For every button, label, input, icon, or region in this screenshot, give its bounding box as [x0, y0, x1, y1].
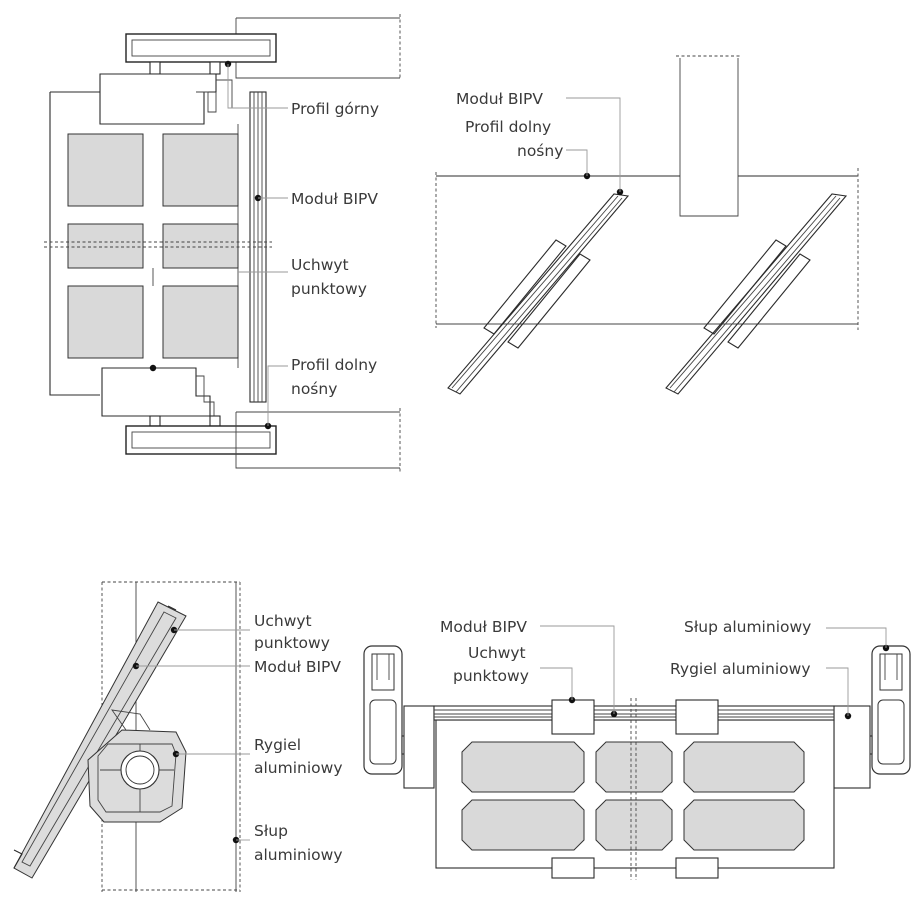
top-rail: [125, 33, 277, 63]
bipv-module-4: [433, 705, 835, 721]
label-modul-bipv-2: Moduł BIPV: [456, 90, 543, 108]
tilted-bipv-module: [13, 601, 187, 879]
label-uchwyt-4-line1: Uchwyt: [468, 644, 526, 662]
label-profil-dolny-line2: nośny: [291, 380, 337, 398]
label-slup-3-line2: aluminiowy: [254, 846, 343, 864]
label-modul-bipv-3: Moduł BIPV: [254, 658, 341, 676]
point-holder-bottom-1: [551, 857, 595, 879]
label-profil-dolny-2-line2: nośny: [517, 142, 563, 160]
label-profil-dolny-2-line1: Profil dolny: [465, 118, 551, 136]
panel-tilted-section: Uchwyt punktowy Moduł BIPV Rygiel alumin…: [13, 581, 343, 892]
label-uchwyt-3-line1: Uchwyt: [254, 612, 312, 630]
bracket-with-ring: [87, 709, 187, 823]
label-modul-bipv: Moduł BIPV: [291, 190, 378, 208]
label-uchwyt-line1: Uchwyt: [291, 256, 349, 274]
top-profile: [99, 73, 217, 125]
outer-frame: [49, 91, 100, 396]
label-uchwyt-line2: punktowy: [291, 280, 367, 298]
label-profil-gorny: Profil górny: [291, 100, 379, 118]
bottom-rail: [125, 425, 277, 455]
panel-horizontal-section: Moduł BIPV Uchwyt punktowy Słup aluminio…: [363, 618, 911, 880]
label-uchwyt-4-line2: punktowy: [453, 667, 529, 685]
point-holder-top-1: [551, 699, 595, 735]
label-rygiel-4: Rygiel aluminiowy: [670, 660, 811, 678]
louver-2: [665, 193, 848, 395]
louver-1: [447, 193, 630, 395]
label-rygiel-3-line1: Rygiel: [254, 736, 301, 754]
left-aluminium-post: [363, 645, 435, 789]
bottom-profile: [101, 367, 211, 417]
label-slup-3-line1: Słup: [254, 822, 288, 840]
right-aluminium-post: [833, 645, 911, 789]
panel-louver-section: Moduł BIPV Profil dolny nośny: [435, 55, 859, 395]
point-holder-bottom-2: [675, 857, 719, 879]
label-modul-bipv-4: Moduł BIPV: [440, 618, 527, 636]
label-profil-dolny-line1: Profil dolny: [291, 356, 377, 374]
column-box: [679, 58, 739, 217]
label-slup-4: Słup aluminiowy: [684, 618, 811, 636]
point-holder-top-2: [675, 699, 719, 735]
panel-vertical-section: Profil górny Moduł BIPV Uchwyt punktowy …: [44, 14, 401, 472]
label-rygiel-3-line2: aluminiowy: [254, 759, 343, 777]
label-uchwyt-3-line2: punktowy: [254, 634, 330, 652]
